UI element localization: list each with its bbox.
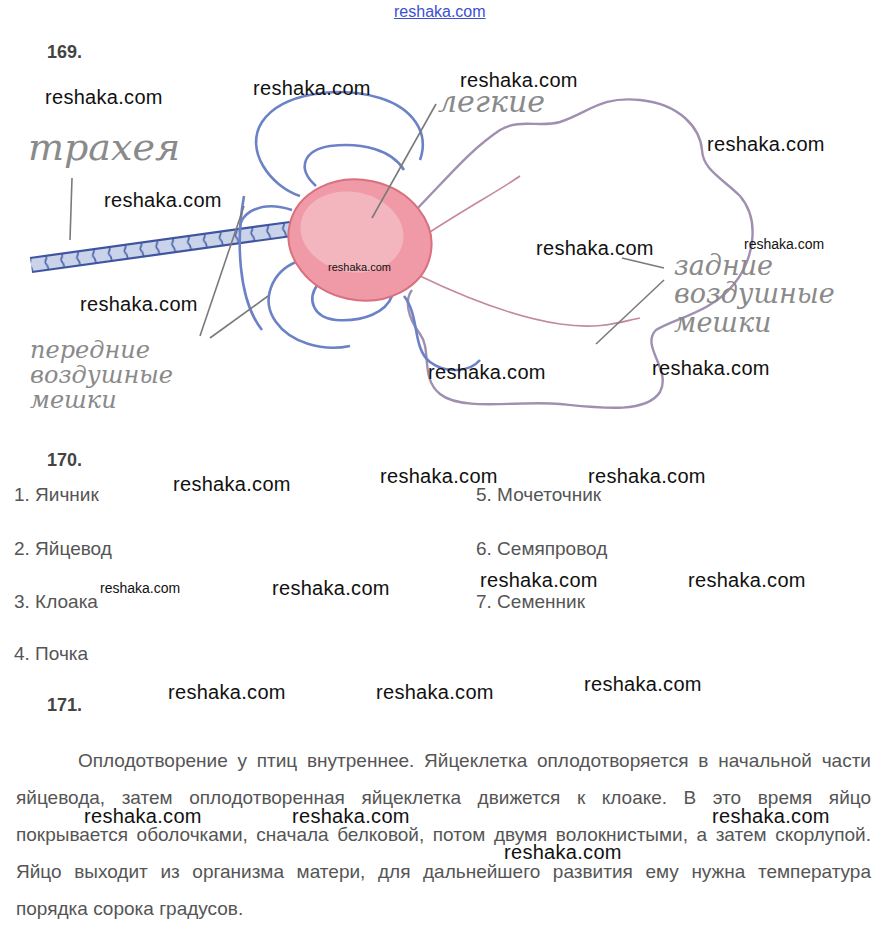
- watermark: reshaka.com: [394, 3, 486, 21]
- list-item: 5. Мочеточник: [476, 484, 601, 506]
- watermark: reshaka.com: [173, 473, 291, 496]
- watermark: reshaka.com: [104, 189, 222, 212]
- watermark: reshaka.com: [712, 805, 830, 828]
- lungs: [277, 166, 443, 313]
- anterior-air-sacs: [240, 92, 480, 370]
- watermark: reshaka.com: [328, 261, 391, 273]
- watermark: reshaka.com: [504, 841, 622, 864]
- watermark: reshaka.com: [45, 86, 163, 109]
- watermark: reshaka.com: [480, 569, 598, 592]
- part-label: передние воздушные мешки: [30, 338, 230, 414]
- list-item: 7. Семенник: [476, 591, 585, 613]
- part-label: трахея: [28, 128, 198, 168]
- watermark: reshaka.com: [707, 133, 825, 156]
- list-item: 3. Клоака: [14, 591, 98, 613]
- watermark: reshaka.com: [80, 293, 198, 316]
- watermark: reshaka.com: [744, 236, 824, 252]
- watermark: reshaka.com: [253, 77, 371, 100]
- watermark: reshaka.com: [272, 577, 390, 600]
- watermark: reshaka.com: [292, 805, 410, 828]
- answer-paragraph: Оплодотворение у птиц внутреннее. Яйцекл…: [16, 742, 871, 927]
- task-number: 171.: [47, 695, 82, 716]
- lungs-shade: [293, 182, 411, 282]
- watermark: reshaka.com: [376, 681, 494, 704]
- list-item: 4. Почка: [14, 643, 88, 665]
- watermark: reshaka.com: [688, 569, 806, 592]
- task-number: 169.: [47, 42, 82, 63]
- part-label: легкие: [438, 86, 588, 118]
- watermark: reshaka.com: [584, 673, 702, 696]
- watermark: reshaka.com: [84, 805, 202, 828]
- watermark: reshaka.com: [652, 357, 770, 380]
- task-number: 170.: [47, 450, 82, 471]
- watermark: reshaka.com: [168, 681, 286, 704]
- part-label: задние воздушные мешки: [674, 252, 869, 337]
- watermark: reshaka.com: [428, 361, 546, 384]
- watermark: reshaka.com: [100, 580, 180, 596]
- list-item: 2. Яйцевод: [14, 538, 112, 560]
- watermark: reshaka.com: [588, 465, 706, 488]
- watermark: reshaka.com: [536, 237, 654, 260]
- list-item: 1. Яичник: [14, 484, 99, 506]
- trachea: [30, 222, 292, 272]
- list-item: 6. Семяпровод: [476, 538, 607, 560]
